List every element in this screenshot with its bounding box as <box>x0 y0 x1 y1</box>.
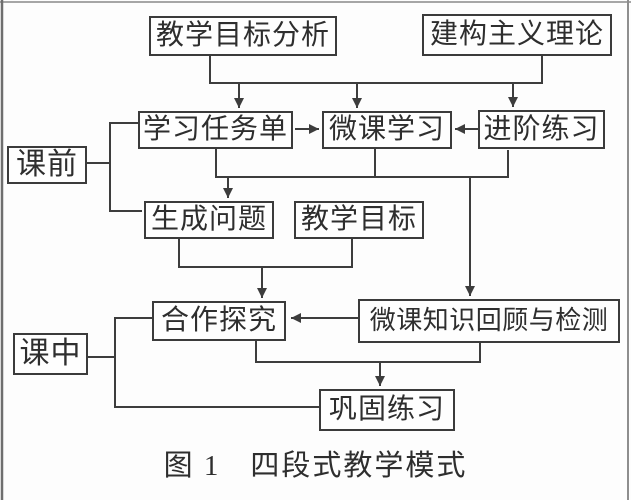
node-label: 建构主义理论 <box>429 19 604 50</box>
node-teaching-goal-analysis: 教学目标分析 <box>149 16 337 56</box>
node-teaching-goals: 教学目标 <box>294 201 424 239</box>
node-label: 微课知识回顾与检测 <box>369 306 609 335</box>
node-label: 教学目标分析 <box>155 20 330 51</box>
node-label: 学习任务单 <box>142 114 288 145</box>
node-cooperative-inquiry: 合作探究 <box>152 301 286 341</box>
node-pre-class-stage: 课前 <box>7 146 87 184</box>
node-label: 课前 <box>16 148 78 181</box>
node-micro-lecture-review-and-test: 微课知识回顾与检测 <box>358 299 620 343</box>
edge-in-class-branches <box>114 317 319 408</box>
figure-caption: 图 1 四段式教学模式 <box>0 449 631 484</box>
node-advanced-practice: 进阶练习 <box>478 110 605 149</box>
node-label: 进阶练习 <box>483 113 600 145</box>
node-label: 课中 <box>19 337 82 370</box>
node-consolidation-practice: 巩固练习 <box>319 389 455 431</box>
node-learning-task-list: 学习任务单 <box>138 111 293 149</box>
node-label: 微课学习 <box>328 114 445 145</box>
edge-pre-class-branches <box>109 122 142 212</box>
edge-questions-goals-bracket <box>178 239 353 268</box>
edge-inquiry-review-bracket <box>255 341 481 363</box>
node-generate-questions: 生成问题 <box>144 201 274 239</box>
node-label: 教学目标 <box>300 204 417 235</box>
figure-number: 图 1 <box>163 450 221 482</box>
figure-title: 四段式教学模式 <box>250 450 468 482</box>
edge-mid-bus <box>215 149 509 178</box>
node-constructivism-theory: 建构主义理论 <box>422 14 612 56</box>
node-in-class-stage: 课中 <box>13 333 88 375</box>
node-label: 生成问题 <box>150 204 267 235</box>
edge-top-bus <box>209 56 543 84</box>
node-micro-lecture-learning: 微课学习 <box>322 111 452 149</box>
node-label: 合作探究 <box>160 305 277 336</box>
node-label: 巩固练习 <box>328 394 445 425</box>
